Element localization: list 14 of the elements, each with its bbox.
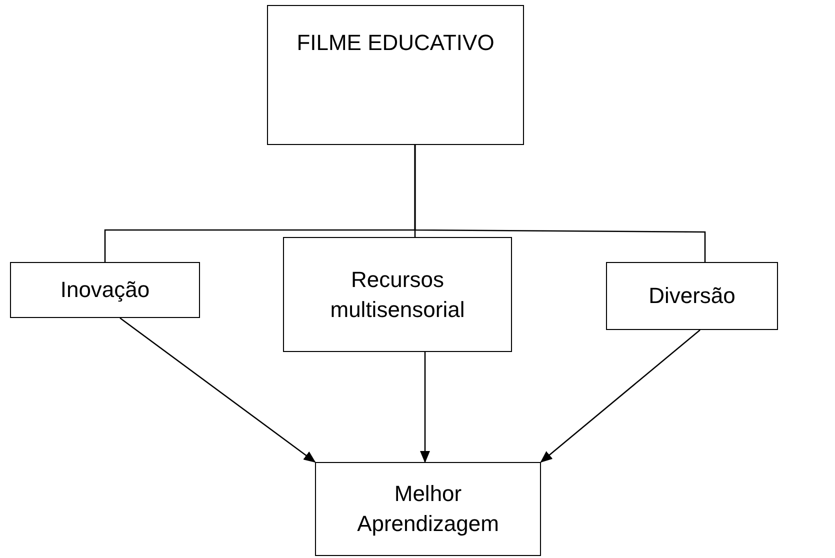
connector-line	[414, 145, 706, 262]
arrow	[120, 317, 316, 463]
node-label: Diversão	[648, 282, 736, 310]
text-box	[267, 5, 524, 145]
node-label: FILME EDUCATIVO	[296, 29, 494, 57]
node-label: Melhor Aprendizagem	[356, 480, 500, 538]
text-box	[283, 237, 512, 352]
arrow	[540, 330, 700, 463]
text-box	[606, 262, 778, 330]
node-label: Inovação	[60, 276, 150, 304]
node-label: Recursos multisensorial	[329, 266, 466, 324]
arrow	[420, 352, 430, 463]
text-box	[315, 462, 541, 556]
text-box	[10, 262, 200, 318]
